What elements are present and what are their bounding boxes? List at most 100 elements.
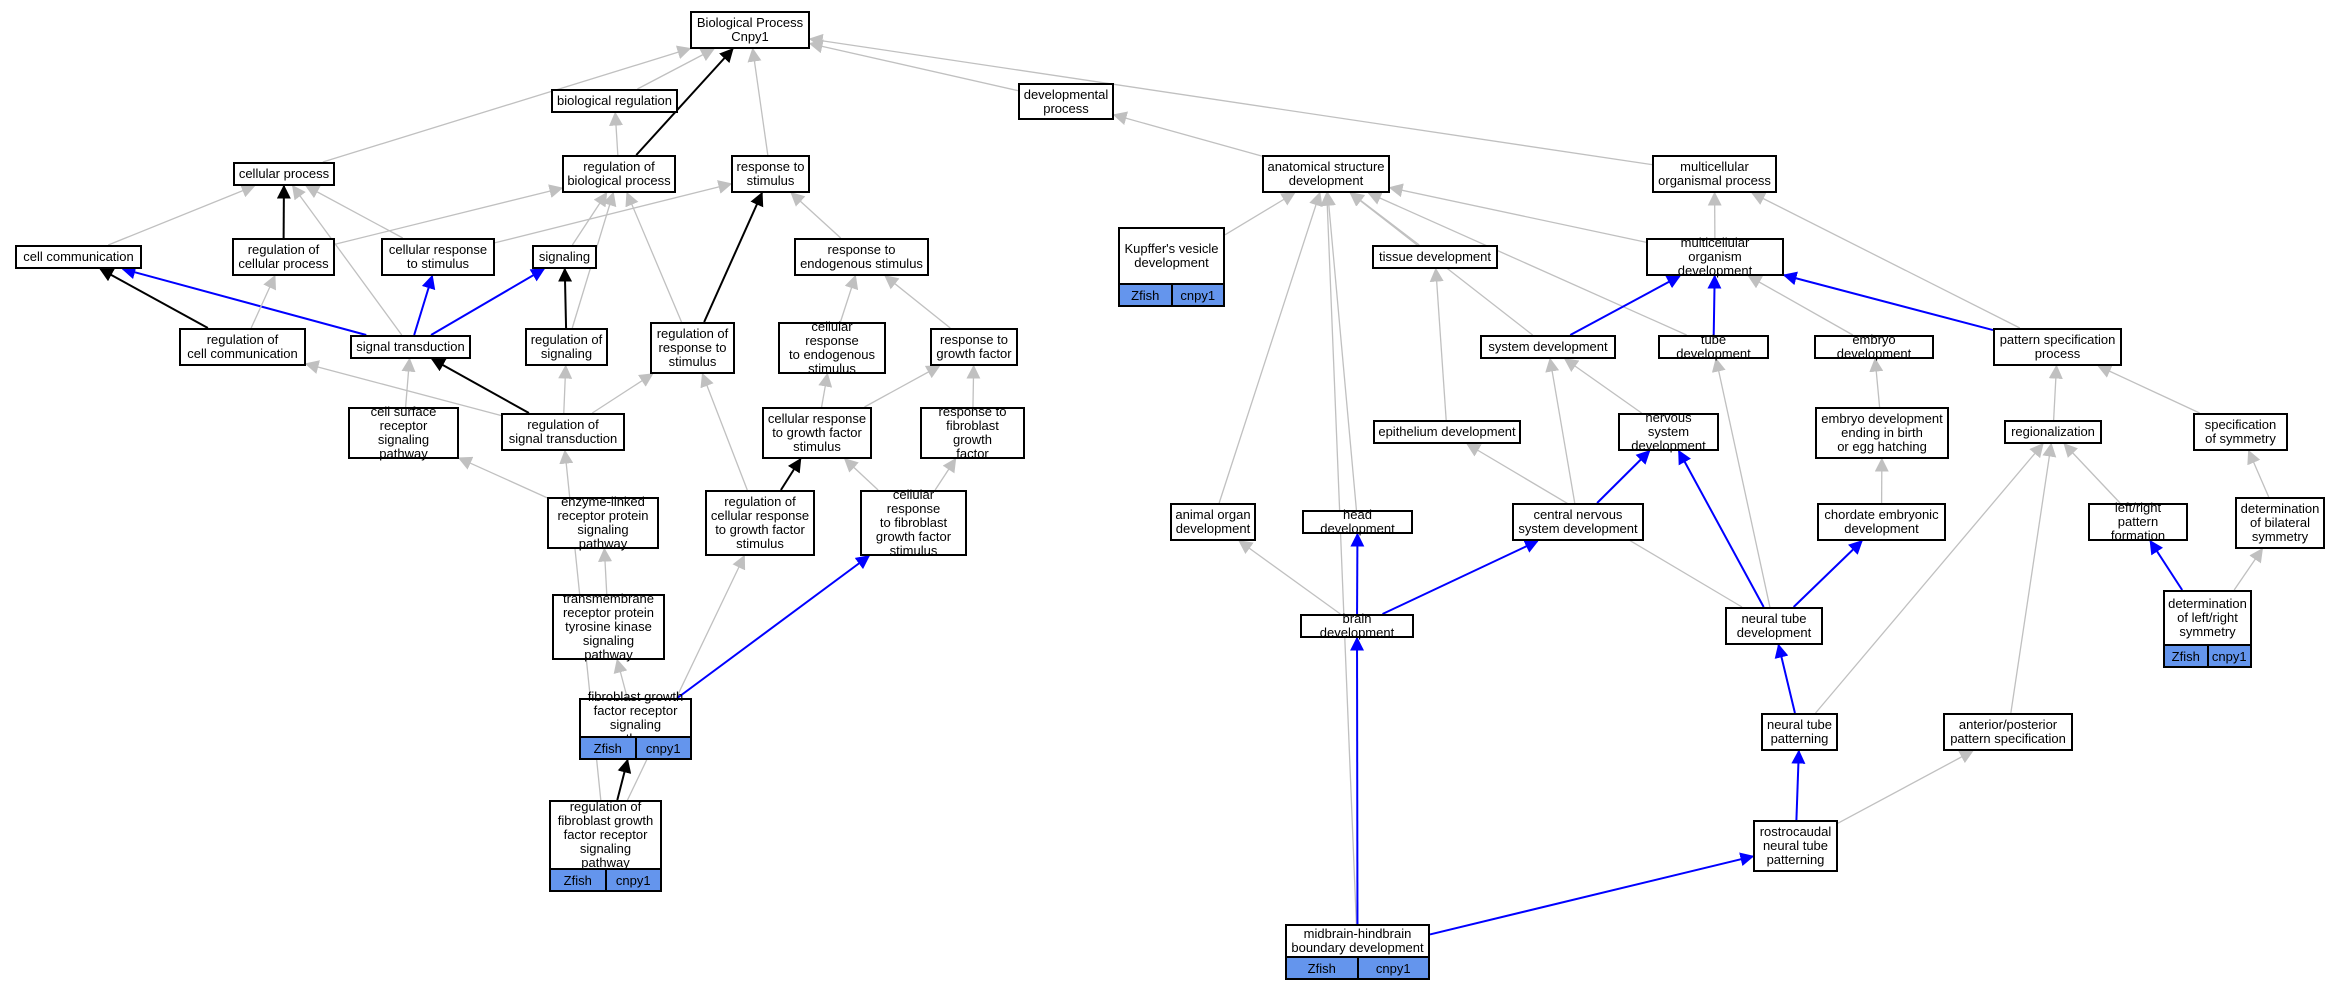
- go-term-node-bilateral[interactable]: determination of bilateral symmetry: [2235, 497, 2325, 549]
- go-term-node-cellcomm[interactable]: cell communication: [15, 245, 142, 269]
- badge-gene: cnpy1: [1356, 958, 1429, 978]
- go-term-node-cellsurf[interactable]: cell surface receptor signaling pathway: [348, 404, 459, 461]
- edge-embryo-to-multidev: [1747, 275, 1854, 336]
- go-term-node-detlr[interactable]: determination of left/right symmetry: [2163, 590, 2252, 646]
- badge-species: Zfish: [2171, 648, 2200, 664]
- go-term-node-animorg[interactable]: animal organ development: [1170, 503, 1256, 541]
- go-term-node-transmem[interactable]: transmembrane receptor protein tyrosine …: [552, 592, 665, 662]
- go-term-node-regcell[interactable]: regulation of cellular process: [232, 238, 335, 276]
- go-term-node-epith[interactable]: epithelium development: [1373, 420, 1521, 444]
- go-term-node-region[interactable]: regionalization: [2004, 420, 2102, 444]
- go-term-node-root[interactable]: Biological Process Cnpy1: [690, 11, 810, 49]
- go-term-label: head development: [1320, 507, 1395, 536]
- edge-ap-to-region: [2010, 442, 2057, 714]
- go-term-node-anat[interactable]: anatomical structure development: [1262, 155, 1390, 193]
- go-term-node-regbio[interactable]: regulation of biological process: [562, 155, 676, 193]
- go-term-node-ntube[interactable]: neural tube development: [1725, 607, 1823, 645]
- edge-headdev-to-anat: [1321, 191, 1358, 511]
- edge-cellendo-to-respendo: [839, 274, 859, 323]
- go-term-node-ap[interactable]: anterior/posterior pattern specification: [1943, 713, 2073, 751]
- go-term-node-embryoend[interactable]: embryo development ending in birth or eg…: [1815, 407, 1949, 459]
- badge-gene: cnpy1: [604, 870, 661, 890]
- go-term-node-rostro[interactable]: rostrocaudal neural tube patterning: [1753, 820, 1838, 872]
- go-term-node-bioreg[interactable]: biological regulation: [551, 89, 678, 113]
- edge-regbio-to-bioreg: [609, 111, 624, 156]
- edge-detlr-to-leftright: [2149, 539, 2184, 591]
- go-term-node-multidev[interactable]: multicellular organism development: [1646, 236, 1784, 278]
- badge-species: Zfish: [563, 872, 592, 888]
- edge-cellproc-to-root: [322, 45, 692, 163]
- go-term-node-headdev[interactable]: head development: [1302, 507, 1413, 536]
- go-term-node-brain[interactable]: brain development: [1300, 612, 1414, 640]
- go-term-node-regfgf[interactable]: regulation of fibroblast growth factor r…: [549, 800, 662, 870]
- go-term-node-chordate[interactable]: chordate embryonic development: [1817, 503, 1946, 541]
- go-term-node-kupffer[interactable]: Kupffer's vesicle development: [1118, 227, 1225, 285]
- edge-ntube-to-chordate: [1792, 540, 1863, 608]
- go-term-label: regulation of signal transduction: [508, 417, 618, 446]
- go-term-label: cell surface receptor signaling pathway: [370, 404, 437, 461]
- edge-pattern-to-multi: [1750, 192, 2021, 329]
- go-term-node-cellendo[interactable]: cellular response to endogenous stimulus: [778, 319, 886, 376]
- go-term-node-pattern[interactable]: pattern specification process: [1993, 328, 2122, 366]
- go-term-label: cellular response to endogenous stimulus: [788, 319, 876, 376]
- edge-embryoend-to-embryo: [1869, 357, 1884, 408]
- go-term-node-tubedev[interactable]: tube development: [1658, 332, 1769, 361]
- go-term-node-multi[interactable]: multicellular organismal process: [1652, 155, 1777, 193]
- go-term-node-embryo[interactable]: embryo development: [1814, 333, 1934, 361]
- go-term-label: developmental process: [1023, 86, 1109, 116]
- edge-cns-to-sysdev: [1545, 357, 1576, 504]
- edge-cellgf-to-cellendo: [818, 372, 833, 408]
- edge-brain-to-cns: [1382, 540, 1539, 615]
- go-term-label: rostrocaudal neural tube patterning: [1759, 824, 1832, 867]
- edge-regfgf-to-fgfrec: [616, 758, 632, 801]
- go-term-node-midhind[interactable]: midbrain-hindbrain boundary development: [1285, 924, 1430, 958]
- go-term-node-sysdev[interactable]: system development: [1480, 335, 1616, 359]
- go-term-node-regsigtrans[interactable]: regulation of signal transduction: [501, 413, 625, 451]
- go-term-node-tissue[interactable]: tissue development: [1372, 245, 1498, 269]
- go-term-node-respfgf[interactable]: response to fibroblast growth factor: [920, 405, 1025, 461]
- go-term-node-fgfrec[interactable]: fibroblast growth factor receptor signal…: [579, 690, 692, 746]
- edge-midhind-to-anat: [1320, 191, 1358, 925]
- go-term-label: cellular response to stimulus: [388, 242, 488, 271]
- go-term-label: regulation of fibroblast growth factor r…: [557, 799, 654, 870]
- go-term-node-devproc[interactable]: developmental process: [1018, 83, 1114, 120]
- go-term-node-cns[interactable]: central nervous system development: [1512, 503, 1644, 541]
- edge-midhind-to-rostro: [1429, 852, 1755, 936]
- go-term-node-cellfgf[interactable]: cellular response to fibroblast growth f…: [860, 488, 967, 558]
- go-term-node-nervous[interactable]: nervous system development: [1618, 411, 1719, 453]
- edge-ntpat-to-ntube: [1774, 643, 1796, 714]
- go-term-node-regcellgf[interactable]: regulation of cellular response to growt…: [705, 490, 815, 556]
- go-term-label: tube development: [1676, 332, 1751, 361]
- go-term-node-respgf[interactable]: response to growth factor: [930, 328, 1018, 366]
- go-term-node-respendo[interactable]: response to endogenous stimulus: [794, 238, 929, 276]
- go-term-node-regcomm[interactable]: regulation of cell communication: [179, 328, 306, 366]
- go-term-label: determination of left/right symmetry: [2168, 596, 2247, 639]
- go-term-node-sigtrans[interactable]: signal transduction: [350, 335, 471, 359]
- go-term-node-leftright[interactable]: left/right pattern formation: [2088, 501, 2188, 543]
- go-term-label: system development: [1488, 339, 1608, 354]
- go-term-node-signaling[interactable]: signaling: [532, 245, 597, 269]
- go-term-label: regulation of biological process: [567, 159, 671, 188]
- edge-bilateral-to-specsym: [2247, 449, 2270, 498]
- badge-gene: cnpy1: [1170, 285, 1224, 305]
- go-term-node-regsig[interactable]: regulation of signaling: [525, 328, 608, 366]
- edge-ntube-to-nervous: [1677, 449, 1765, 608]
- go-term-node-regresp[interactable]: regulation of response to stimulus: [650, 322, 735, 374]
- edge-cellresp-to-cellproc: [305, 185, 404, 239]
- go-term-node-cellgf[interactable]: cellular response to growth factor stimu…: [762, 407, 872, 459]
- edge-regcomm-to-regcell: [250, 274, 276, 329]
- go-term-node-resp[interactable]: response to stimulus: [731, 155, 810, 193]
- annotation-badge[interactable]: Zfish cnpy1: [549, 870, 662, 892]
- go-term-node-specsym[interactable]: specification of symmetry: [2193, 413, 2288, 451]
- go-term-node-cellproc[interactable]: cellular process: [233, 162, 335, 186]
- go-term-node-enzyme[interactable]: enzyme-linked receptor protein signaling…: [547, 495, 659, 551]
- edge-kupffer-to-anat: [1224, 192, 1296, 236]
- go-term-node-ntpat[interactable]: neural tube patterning: [1761, 713, 1838, 751]
- go-term-node-cellresp[interactable]: cellular response to stimulus: [381, 238, 495, 276]
